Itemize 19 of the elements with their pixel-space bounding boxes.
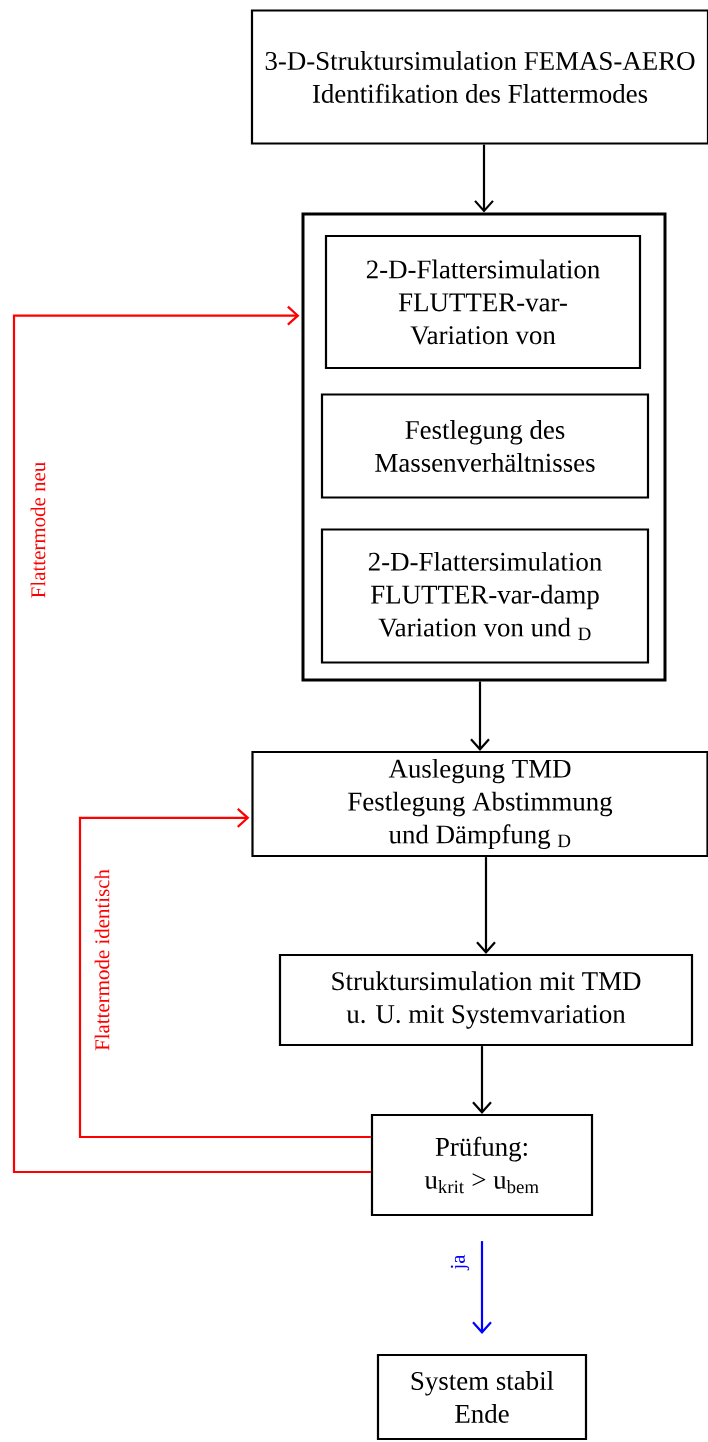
process-box: 2-D-Flattersimulation FLUTTER-var- Variation von	[324, 234, 642, 370]
arrow	[470, 681, 490, 751]
edge-label: ja	[449, 1253, 471, 1271]
process-box: Auslegung TMD Festlegung Abstimmung und Dämpfung $_{D}$	[251, 750, 708, 858]
process-box: Prüfung: u$_{krit}$ > u$_{bem}$	[370, 1113, 594, 1217]
arrow	[474, 144, 494, 213]
edge-label: Flattermode neu	[29, 460, 47, 600]
process-box: 2-D-Flattersimulation FLUTTER-var-damp Variation von und $_{D}$	[320, 528, 650, 664]
process-box: Struktursimulation mit TMD u. U. mit Systemvariation	[278, 953, 694, 1047]
arrow	[472, 1241, 492, 1334]
arrow	[12, 305, 371, 1174]
arrow	[476, 857, 496, 954]
process-box: Festlegung des Massenverhältnisses	[320, 393, 650, 499]
process-box: System stabil Ende	[376, 1353, 588, 1441]
process-box: 3-D-Struktursimulation FEMAS-AERO Identifikation des Flattermodes	[250, 9, 708, 145]
edge-label: Flattermode identisch	[93, 868, 111, 1052]
arrow	[472, 1046, 492, 1114]
container-box	[301, 212, 667, 682]
arrow	[78, 808, 371, 1139]
